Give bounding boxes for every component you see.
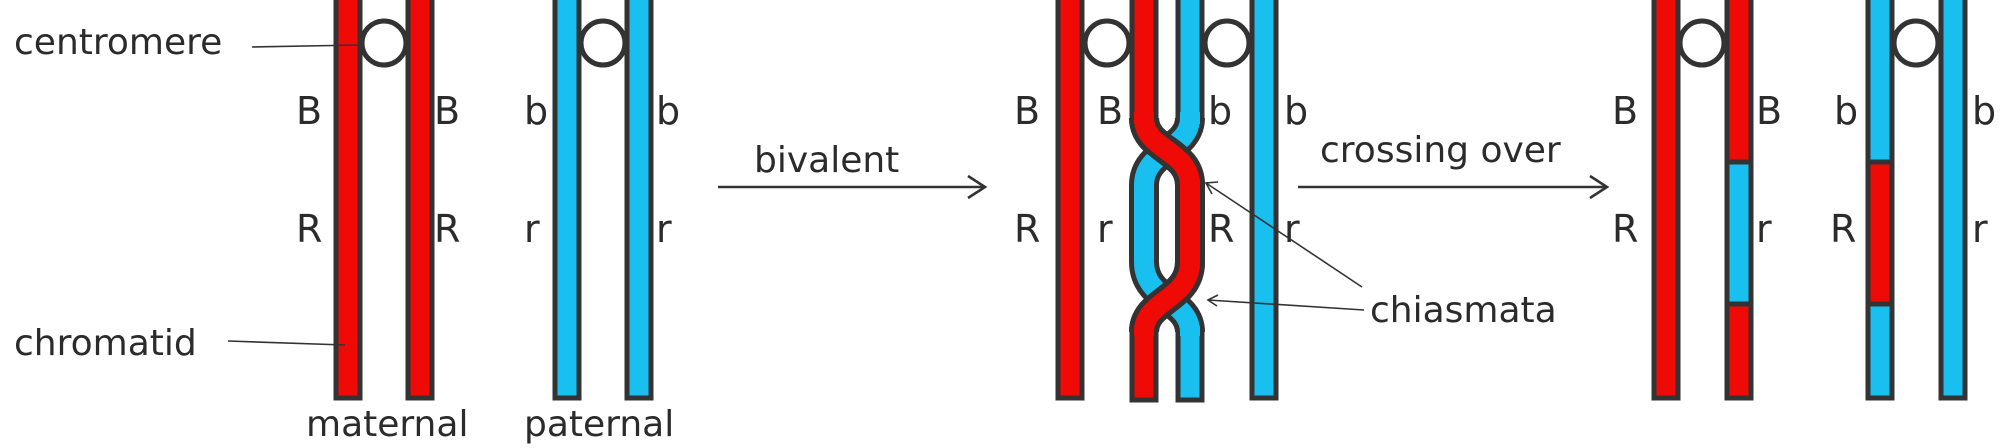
chromatid-leader-line (227, 340, 346, 346)
bivalent-maternal-inner-top (1129, 0, 1159, 123)
crossing-over-label: crossing over (1320, 130, 1561, 171)
recombinant-2-centromere (1891, 18, 1941, 68)
bivalent-label: bivalent (754, 140, 899, 181)
recombinant-1-right-top (1724, 0, 1754, 165)
recombinant-2-left-top (1865, 0, 1895, 165)
allele-label: r (1097, 207, 1113, 251)
bivalent-paternal-centromere (1202, 18, 1252, 68)
join-fix (1134, 326, 1154, 336)
maternal-chromatid-right (405, 0, 435, 401)
allele-label: b (1284, 89, 1308, 133)
allele-label: B (1756, 89, 1782, 133)
chiasma-red-top-fill (1134, 116, 1200, 187)
chiasmata-pointer-upper (1204, 181, 1363, 288)
maternal-pair (333, 0, 435, 401)
paternal-chromatid-right (624, 0, 654, 401)
crossing-over-arrow (1298, 174, 1610, 200)
recombinant-1-right-middle (1724, 159, 1754, 307)
bivalent-maternal-centromere (1082, 18, 1132, 68)
recombinant-2-right-chromatid (1938, 0, 1968, 401)
maternal-centromere (359, 18, 409, 68)
chiasmata-pointer-lower (1206, 294, 1365, 311)
recombinant-1-left-chromatid (1651, 0, 1681, 401)
allele-label: b (656, 89, 680, 133)
allele-label: B (1014, 89, 1040, 133)
maternal-label: maternal (306, 404, 468, 445)
allele-label: r (1284, 207, 1300, 251)
allele-label: B (1097, 89, 1123, 133)
join-fix (1180, 326, 1200, 336)
allele-label: R (1014, 207, 1040, 251)
allele-label: B (434, 89, 460, 133)
bivalent-paternal-inner-bottom (1175, 327, 1205, 403)
allele-label: R (1612, 207, 1638, 251)
allele-label: R (434, 207, 460, 251)
allele-label: b (1208, 89, 1232, 133)
bivalent-arrow (718, 174, 988, 200)
bivalent-paternal-inner-top (1175, 0, 1205, 123)
allele-label: r (1756, 207, 1772, 251)
chiasmata-label: chiasmata (1370, 290, 1557, 331)
maternal-chromatid-left (333, 0, 363, 401)
allele-label: R (296, 207, 322, 251)
recombinant-pair-1 (1651, 0, 1754, 401)
join-fix (1134, 112, 1154, 124)
centromere-leader-line (251, 44, 361, 48)
paternal-pair (552, 0, 654, 401)
recombinant-2-left-middle (1865, 159, 1895, 307)
allele-label: r (1972, 207, 1988, 251)
paternal-label: paternal (524, 404, 674, 445)
recombinant-pair-2 (1865, 0, 1968, 401)
allele-label: b (1972, 89, 1996, 133)
chiasma-red-bottom-fill (1134, 260, 1200, 334)
centromere-label: centromere (14, 22, 222, 63)
recombinant-1-right-bottom (1724, 301, 1754, 401)
paternal-chromatid-left (552, 0, 582, 401)
allele-label: b (524, 89, 548, 133)
allele-label: R (1830, 207, 1856, 251)
bivalent-maternal-outer (1055, 0, 1085, 401)
paternal-centromere (578, 18, 628, 68)
chromatid-label: chromatid (14, 323, 197, 364)
allele-label: b (1834, 89, 1858, 133)
bivalent-maternal-inner-bottom (1129, 327, 1159, 403)
join-fix (1180, 112, 1200, 124)
bivalent-group (1055, 0, 1279, 403)
allele-label: r (524, 207, 540, 251)
recombinant-1-centromere (1677, 18, 1727, 68)
allele-label: r (656, 207, 672, 251)
bivalent-paternal-outer (1249, 0, 1279, 401)
allele-label: R (1208, 207, 1234, 251)
recombinant-2-left-bottom (1865, 301, 1895, 401)
allele-label: B (1612, 89, 1638, 133)
allele-label: B (296, 89, 322, 133)
